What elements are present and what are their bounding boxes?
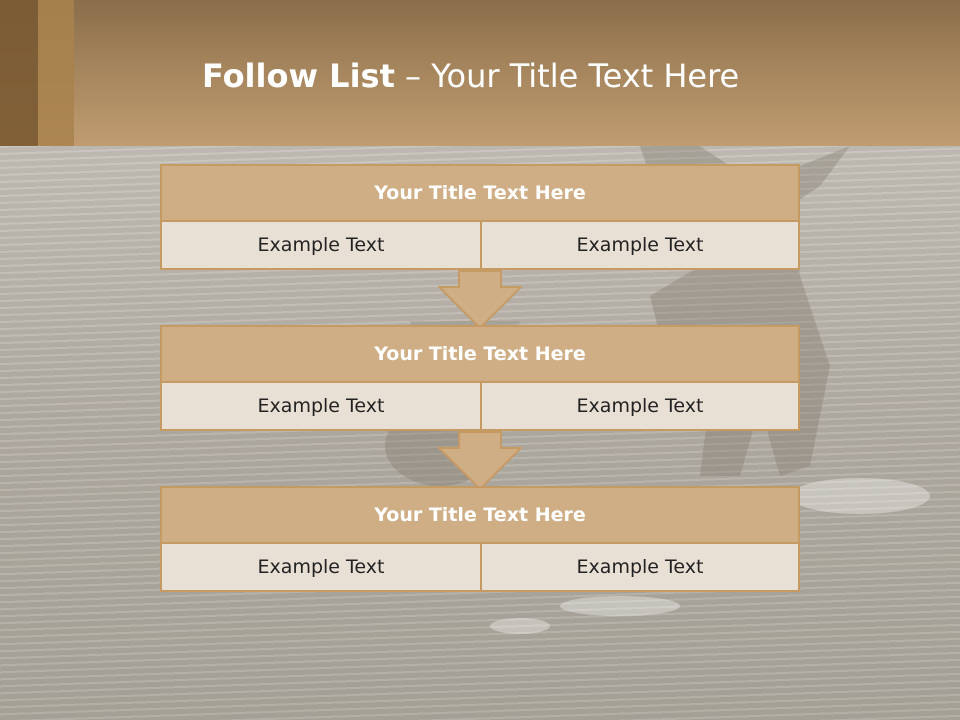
down-arrow-icon xyxy=(438,270,522,330)
step-text-left: Example Text xyxy=(162,544,482,590)
slide-title-rest: – Your Title Text Here xyxy=(394,57,740,95)
step-text-right: Example Text xyxy=(576,395,704,417)
step-title: Your Title Text Here xyxy=(162,166,798,222)
step-title: Your Title Text Here xyxy=(162,327,798,383)
step-text-left: Example Text xyxy=(162,383,482,429)
step-text-right: Example Text xyxy=(576,234,704,256)
slide-title-bold: Follow List xyxy=(202,57,395,95)
step-box-1: Your Title Text Here Example Text Exampl… xyxy=(160,164,800,270)
step-box-3: Your Title Text Here Example Text Exampl… xyxy=(160,486,800,592)
accent-stripe-light xyxy=(38,0,74,146)
step-box-2: Your Title Text Here Example Text Exampl… xyxy=(160,325,800,431)
step-text-right: Example Text xyxy=(576,556,704,578)
header-band: Follow List – Your Title Text Here xyxy=(0,0,960,146)
step-text-left: Example Text xyxy=(162,222,482,268)
accent-stripe-dark xyxy=(0,0,38,146)
step-title: Your Title Text Here xyxy=(162,488,798,544)
slide-title: Follow List – Your Title Text Here xyxy=(202,52,739,100)
down-arrow-icon xyxy=(438,431,522,491)
